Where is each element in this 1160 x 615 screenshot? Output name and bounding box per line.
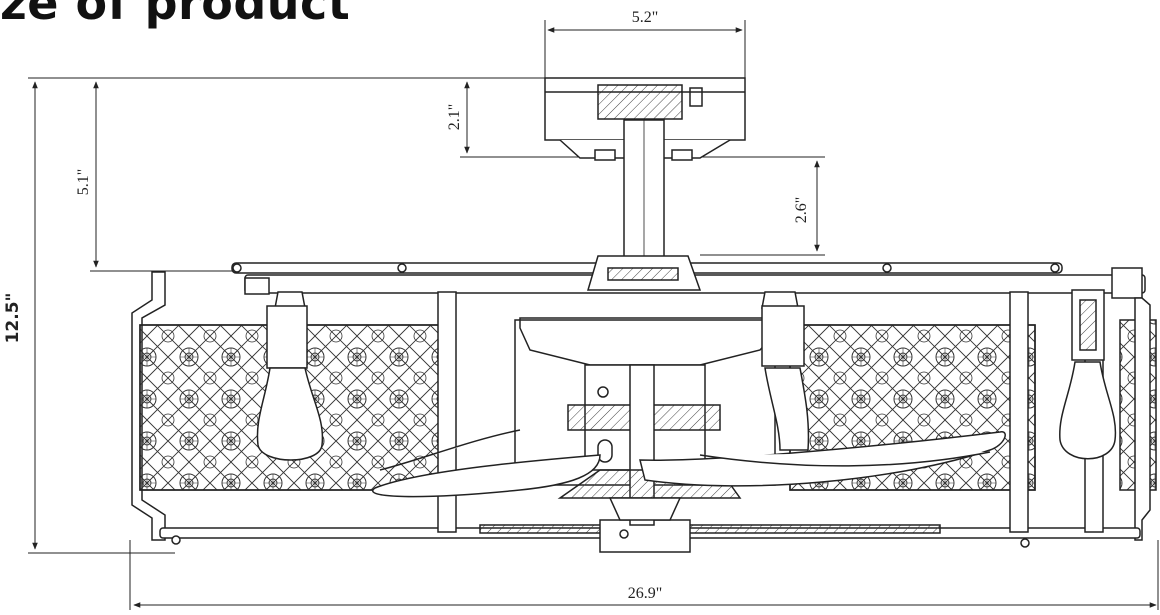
dimension-total-height: [28, 77, 545, 554]
bottom-frame: [159, 519, 1141, 553]
fan-blades: [372, 429, 1006, 498]
label-canopy-height: 2.1": [446, 104, 463, 131]
label-total-width: 26.9": [628, 585, 663, 602]
page-title: ze of product: [0, 0, 351, 30]
dimension-total-width: [129, 540, 1159, 610]
dimension-canopy-height: [460, 81, 600, 158]
label-canopy-width: 5.2": [632, 9, 659, 26]
dimension-canopy-width: [544, 20, 746, 78]
middle-bulb: [761, 291, 810, 451]
left-bulb: [244, 277, 324, 461]
dimension-ceiling-to-housing: [90, 81, 250, 272]
label-ceiling-to-housing: 5.1": [75, 169, 92, 196]
label-downrod: 2.6": [793, 197, 810, 224]
label-total-height: 12.5": [3, 293, 23, 344]
right-bulb: [1059, 289, 1117, 460]
canopy: [544, 77, 746, 161]
